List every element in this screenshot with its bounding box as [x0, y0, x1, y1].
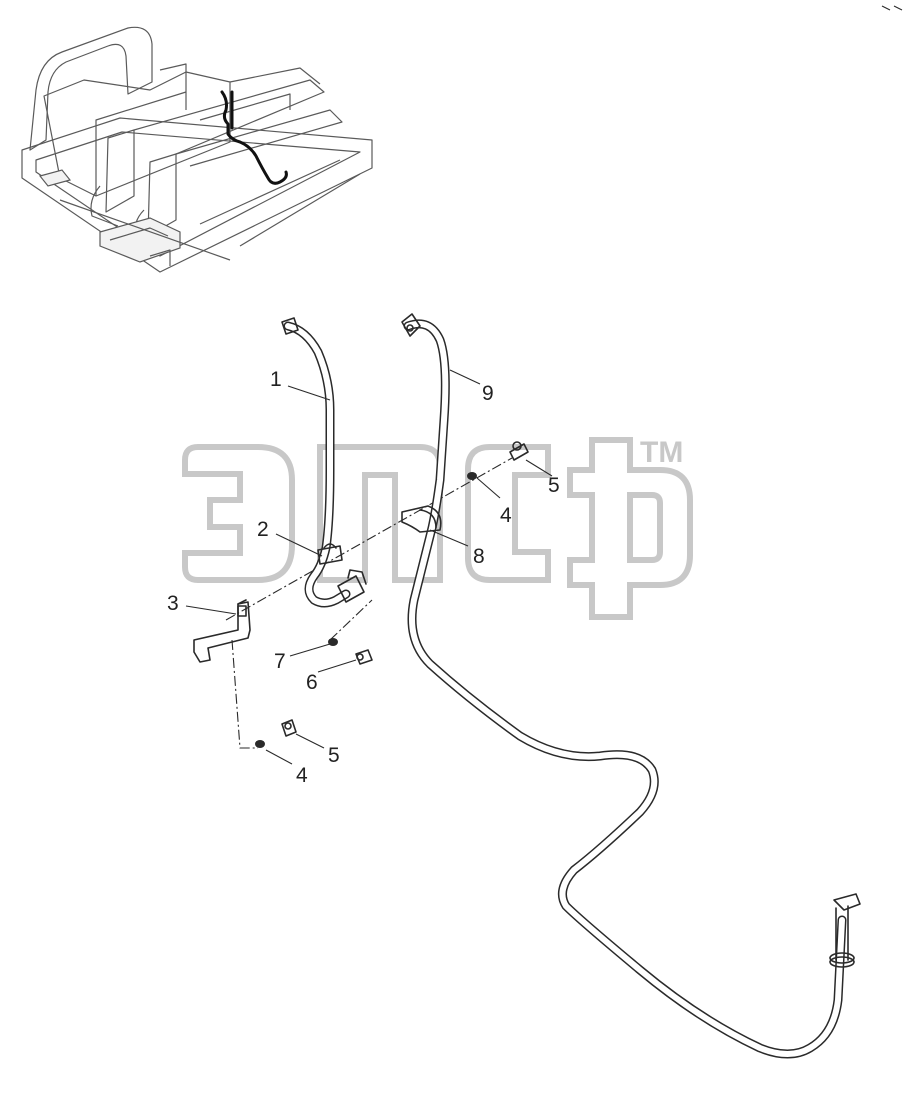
- callout-5-upper: 5: [548, 474, 560, 497]
- center-line-bracket: [231, 639, 258, 749]
- callout-3: 3: [167, 592, 179, 615]
- clamp-2: [317, 543, 343, 565]
- corner-mark: [881, 5, 903, 11]
- washer-4-lower: [255, 740, 265, 748]
- center-line-connector: [329, 599, 373, 641]
- callout-labels: 1 9 2 3 8 4 5 7 6 5 4: [167, 368, 560, 787]
- center-line-main: [225, 457, 513, 621]
- watermark-logo: TM: [182, 436, 693, 620]
- callout-8: 8: [473, 545, 485, 568]
- harness-highlight: [220, 90, 288, 185]
- callout-6: 6: [306, 671, 318, 694]
- callout-2: 2: [257, 518, 269, 541]
- washer-7: [328, 638, 338, 646]
- hose-9: [401, 313, 861, 1059]
- callout-4-lower: 4: [296, 764, 308, 787]
- bolt-5-lower: [281, 719, 297, 737]
- bracket-3: [193, 599, 251, 663]
- machine-overview-thumbnail: [21, 26, 373, 273]
- callout-5-lower: 5: [328, 744, 340, 767]
- callout-1: 1: [270, 368, 282, 391]
- watermark-trademark: TM: [640, 436, 683, 469]
- leader-lines: [185, 369, 553, 765]
- callout-4-upper: 4: [500, 504, 512, 527]
- hose-1: [281, 317, 367, 608]
- bolt-6: [355, 649, 373, 665]
- callout-9: 9: [482, 382, 494, 405]
- clamp-8: [401, 505, 442, 533]
- bolt-5-upper: [509, 441, 529, 461]
- washer-4-upper: [467, 472, 477, 480]
- callout-7: 7: [274, 650, 286, 673]
